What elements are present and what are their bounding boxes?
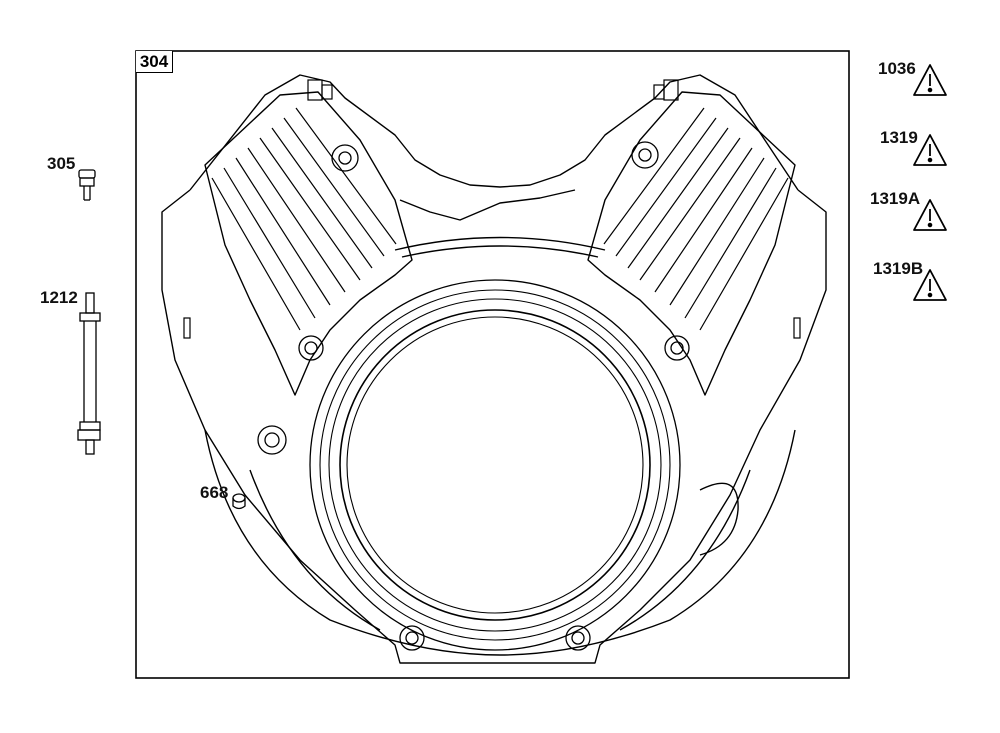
part-label-bolt: 305 xyxy=(47,154,76,173)
mounting-bosses xyxy=(257,141,690,651)
warning-icon-1036 xyxy=(913,64,947,96)
air-intake-opening xyxy=(309,279,681,651)
stud-1212-drawing xyxy=(77,292,101,455)
warning-icon-1319B xyxy=(913,269,947,301)
warning-icons xyxy=(913,64,947,301)
warning-label-1036: 1036 xyxy=(878,59,916,78)
part-label-plug: 668 xyxy=(200,483,229,502)
plug-668-drawing xyxy=(232,493,246,510)
warning-icon-1319 xyxy=(913,134,947,166)
assembly-frame xyxy=(135,50,850,679)
bolt-305-drawing xyxy=(78,169,96,201)
warning-label-1319B: 1319B xyxy=(873,259,924,278)
warning-label-1319A: 1319A xyxy=(870,189,921,208)
warning-icon-1319A xyxy=(913,199,947,231)
warning-label-1319: 1319 xyxy=(880,128,918,147)
part-label-stud: 1212 xyxy=(40,288,78,307)
blower-housing xyxy=(161,74,827,664)
cooling-fins xyxy=(211,107,789,331)
frame-label: 304 xyxy=(136,51,173,73)
shroud-clips xyxy=(183,79,801,339)
